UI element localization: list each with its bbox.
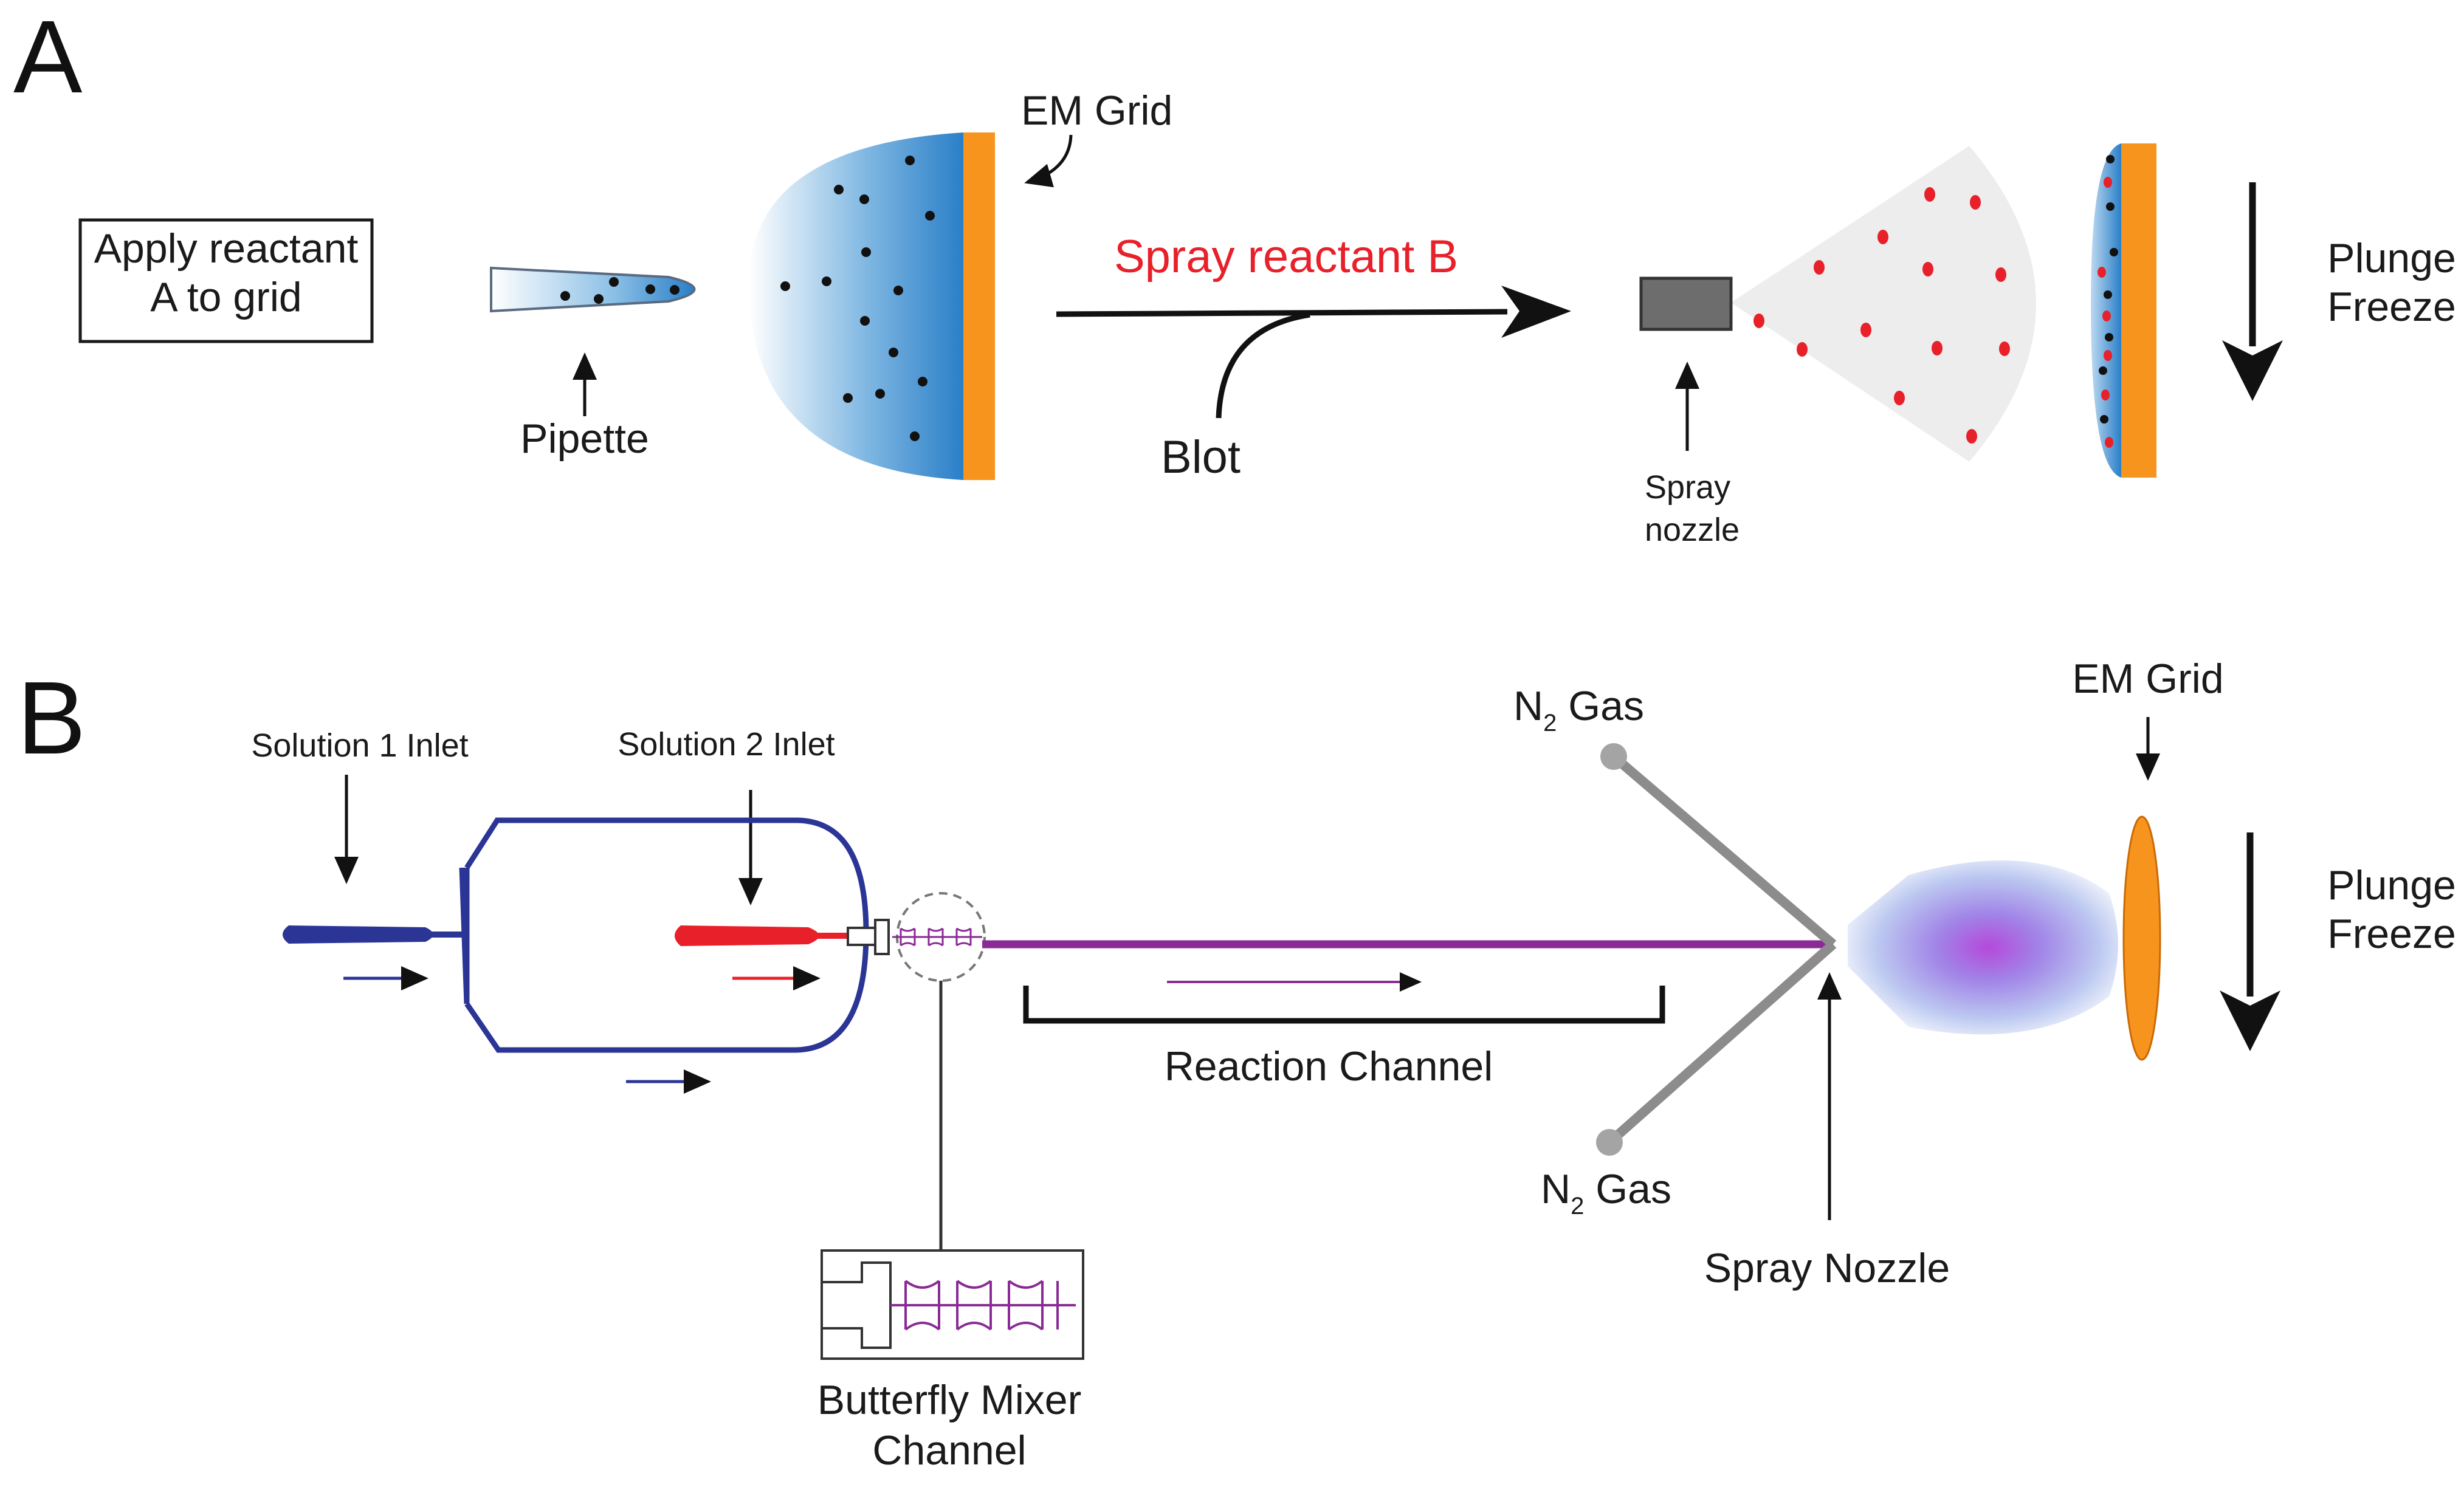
- butterfly-label-1: Butterfly Mixer: [817, 1377, 1082, 1423]
- plunge-label-a2: Freeze: [2327, 284, 2456, 330]
- process-arrow-shaft: [1056, 309, 1508, 317]
- spray-droplets-red: [1753, 187, 2010, 444]
- plunge-label-b2: Freeze: [2327, 911, 2456, 957]
- mixer-t-bar: [874, 919, 890, 955]
- spray-plume: [1848, 860, 2118, 1035]
- plunge-label-b1: Plunge: [2327, 862, 2456, 908]
- panel-a-letter: A: [13, 0, 83, 115]
- butterfly-label-2: Channel: [872, 1427, 1026, 1474]
- film-particles: [2097, 155, 2118, 448]
- mixed-film: [2091, 143, 2121, 478]
- spray-nozzle-a: [1639, 276, 1733, 331]
- mixer-t-junction: [847, 927, 876, 946]
- plunge-label-a1: Plunge: [2327, 235, 2456, 281]
- em-grid-a: [963, 132, 995, 480]
- plunge-arrow-head-a: [2222, 340, 2283, 401]
- blot-label: Blot: [1161, 431, 1241, 483]
- plunge-arrow-head-b: [2220, 990, 2280, 1051]
- em-grid-label-a: EM Grid: [1021, 87, 1172, 134]
- em-grid-arrow-a: [1024, 134, 1073, 188]
- n2-label-bottom: N2 Gas: [1541, 1166, 1671, 1220]
- n2-gas-port-top: [1600, 743, 1627, 770]
- em-grid-label-b: EM Grid: [2072, 656, 2223, 702]
- n2-gas-port-bottom: [1596, 1129, 1623, 1156]
- apply-reactant-box: [78, 218, 374, 343]
- pipette-body: [490, 266, 696, 313]
- reactant-a-droplet: [748, 132, 963, 480]
- em-grid-b: [2122, 815, 2161, 1061]
- em-grid-a-final: [2121, 143, 2156, 478]
- spray-nozzle-label-a2: nozzle: [1645, 512, 1740, 548]
- mixer-mini-pattern: [892, 927, 982, 947]
- panel-b-letter: B: [17, 661, 86, 776]
- apply-box-line1: Apply reactant: [94, 225, 359, 272]
- spray-reactant-label: Spray reactant B: [1114, 231, 1458, 283]
- reaction-channel-label: Reaction Channel: [1165, 1043, 1493, 1089]
- apply-box-line2: A to grid: [150, 274, 302, 320]
- solution2-label: Solution 2 Inlet: [618, 726, 835, 763]
- pipette-label: Pipette: [520, 416, 649, 462]
- n2-label-top: N2 Gas: [1513, 683, 1644, 736]
- blot-curve: [1216, 312, 1310, 419]
- inset-butterfly-pattern: [890, 1280, 1076, 1331]
- solution2-inlet: [675, 925, 819, 946]
- droplet-particles: [780, 156, 935, 441]
- n2-gas-line-bottom: [1606, 941, 1837, 1146]
- spray-nozzle-label-b: Spray Nozzle: [1704, 1245, 1950, 1291]
- solution1-inlet: [283, 925, 433, 944]
- process-arrow-head: [1501, 286, 1571, 338]
- n2-gas-line-top: [1610, 752, 1837, 949]
- reaction-channel-bracket: [1023, 986, 1665, 1024]
- spray-nozzle-label-a1: Spray: [1645, 469, 1730, 506]
- spray-cone: [1731, 146, 2036, 462]
- pipette-particles: [560, 277, 680, 304]
- solution1-label: Solution 1 Inlet: [251, 727, 468, 764]
